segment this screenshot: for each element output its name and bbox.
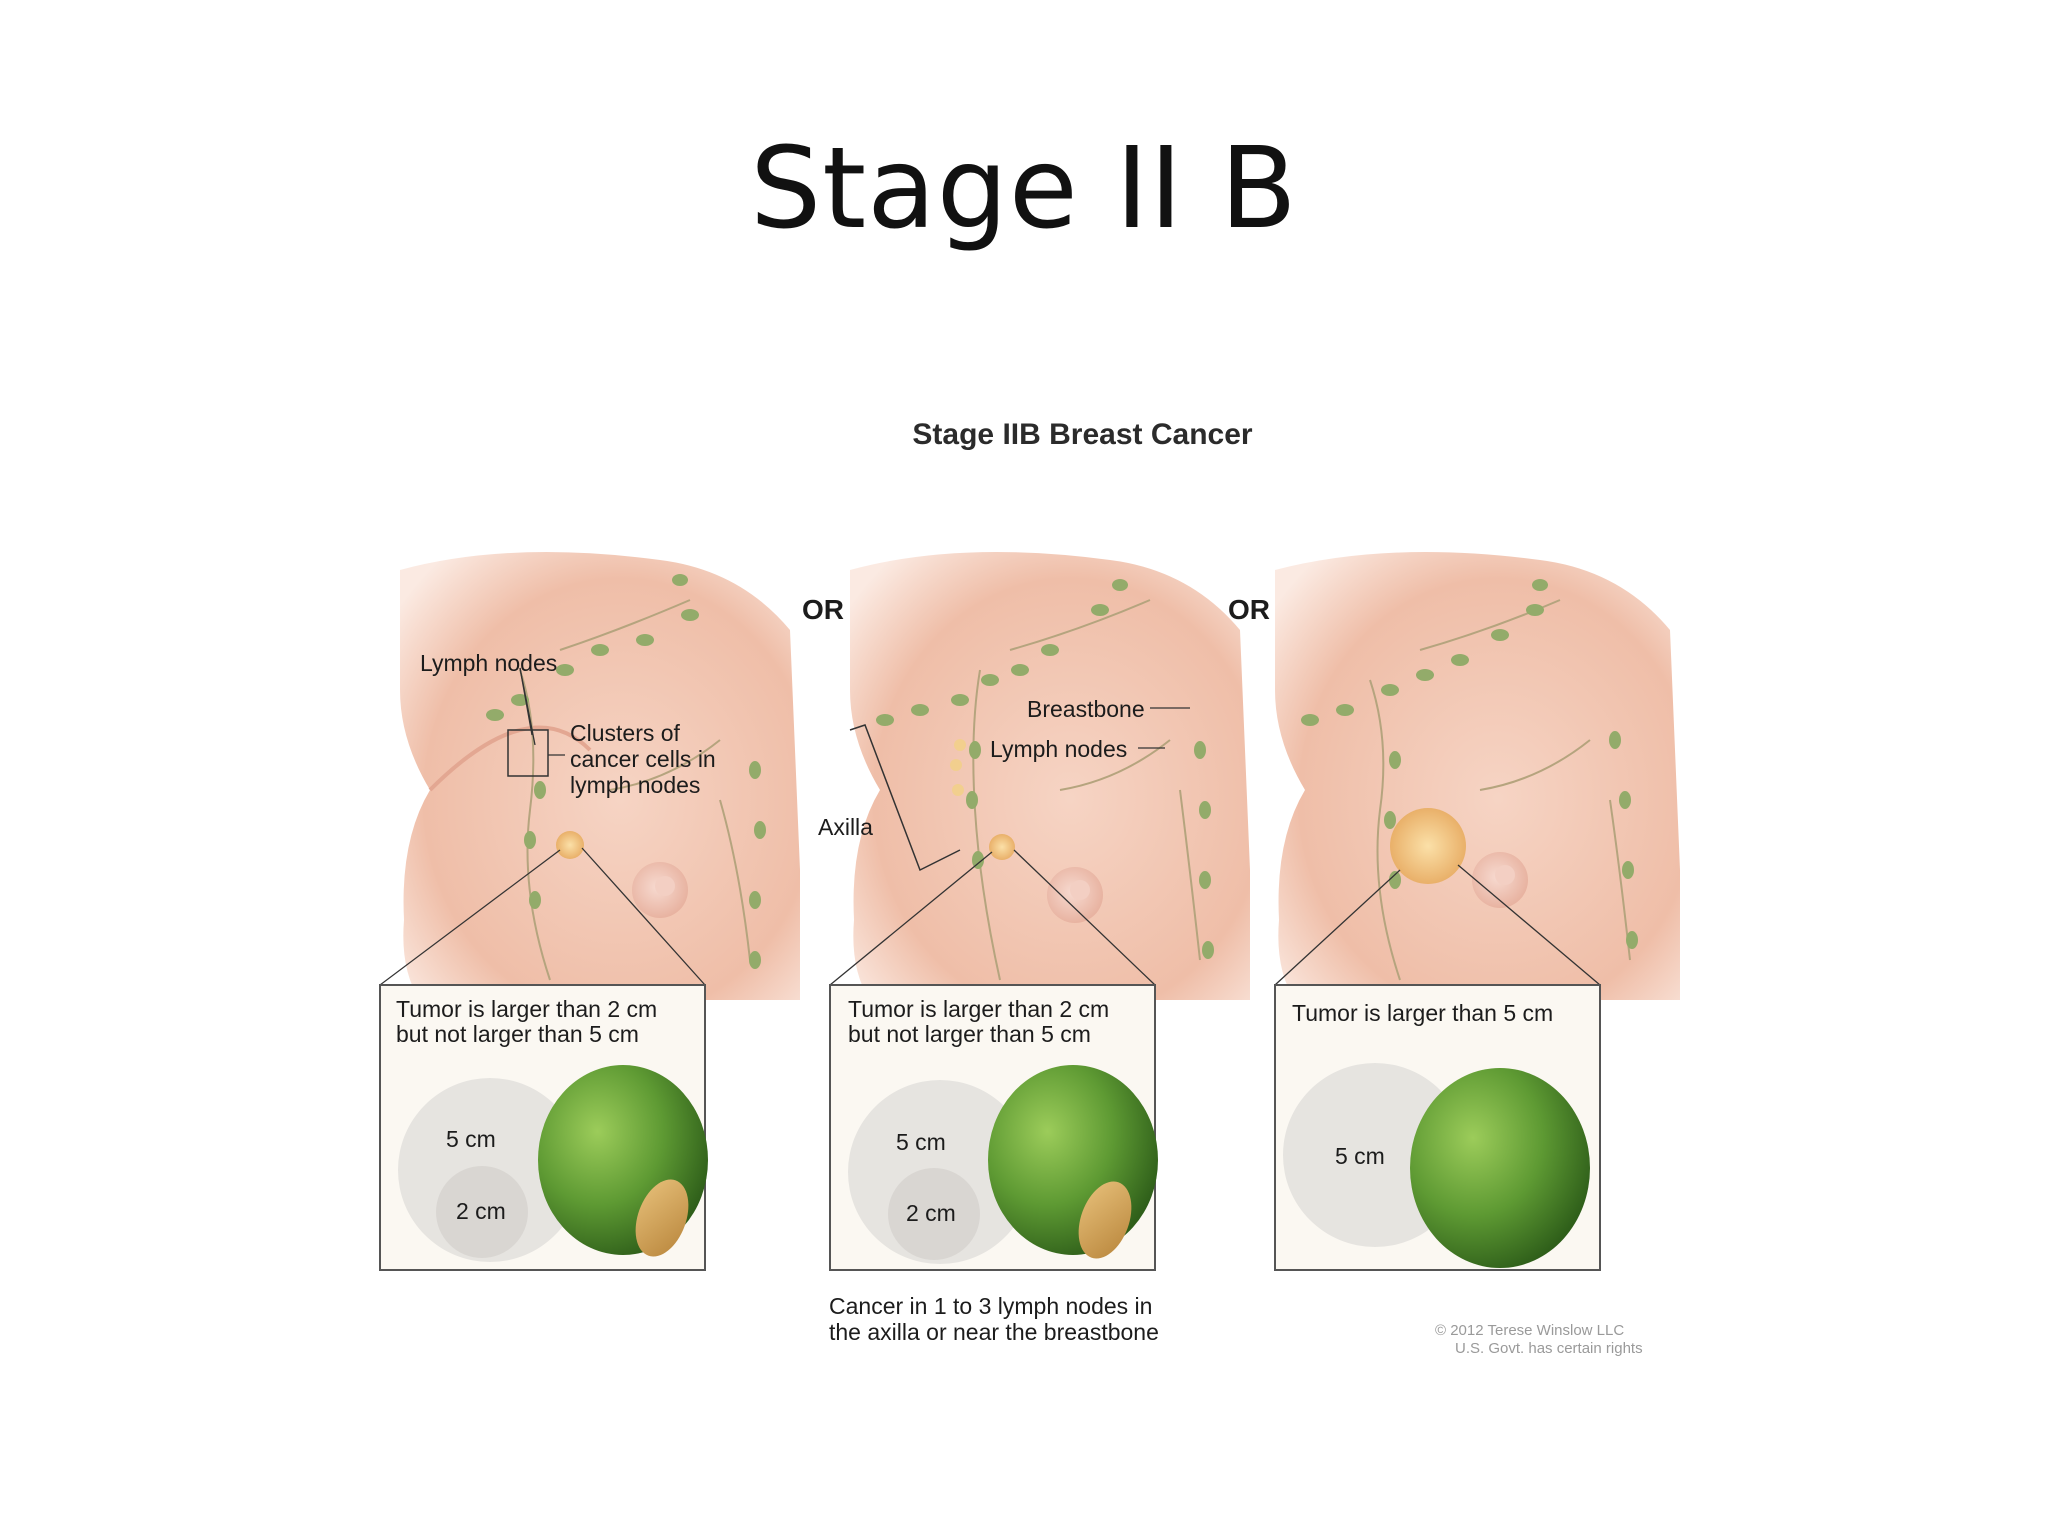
panel-1-caption-line2: but not larger than 5 cm [396,1021,639,1047]
stage-iib-illustration [379,552,1680,1271]
panel-1-circle-2cm [436,1166,528,1258]
figure-title: Stage IIB Breast Cancer [912,418,1253,451]
panel-3-torso [1275,552,1680,1000]
panel-2-footnote-line2: the axilla or near the breastbone [829,1319,1159,1345]
or-separator-1: OR [802,594,844,625]
panel-1-peanut-icon [635,1179,689,1257]
panel-1-lymph-nodes [486,574,766,969]
panel-1-cluster-box [507,729,549,777]
panel-2-caption-line2: but not larger than 5 cm [848,1021,1091,1047]
panel-2-lymph-nodes [876,579,1214,959]
panel-2-label-lymph-nodes: Lymph nodes [990,736,1128,762]
panel-2-circle-2cm-label: 2 cm [906,1200,956,1226]
panel-2-circle-5cm-label: 5 cm [896,1129,946,1155]
panel-2-cancerous-nodes [950,739,966,796]
panel-1-label-clusters-line3: lymph nodes [570,772,701,798]
panel-3-tumor [1390,808,1466,884]
or-separator-2: OR [1228,594,1270,625]
panel-2-label-breastbone: Breastbone [1027,696,1145,722]
copyright-line1: © 2012 Terese Winslow LLC [1435,1322,1625,1339]
panel-1-label-lymph-nodes: Lymph nodes [420,650,558,676]
panel-2-peanut-icon [1078,1181,1132,1259]
panel-3-caption-line1: Tumor is larger than 5 cm [1292,1000,1554,1026]
panel-2-label-axilla: Axilla [818,814,873,840]
panel-1-tumor [556,831,584,859]
panel-2-torso [850,552,1250,1000]
panel-1-label-clusters-line1: Clusters of [570,720,680,746]
panel-3-lime-icon [1410,1068,1590,1268]
panel-2-caption-line1: Tumor is larger than 2 cm [848,996,1110,1022]
panel-2-lime-icon [988,1065,1158,1255]
axilla-pointer [849,724,961,872]
panel-2-footnote-line1: Cancer in 1 to 3 lymph nodes in [829,1293,1153,1319]
panel-3-circle-5cm-label: 5 cm [1335,1143,1385,1169]
panel-2-circle-2cm [888,1168,980,1260]
slide-title: Stage II B [750,124,1298,254]
panel-1-caption-line1: Tumor is larger than 2 cm [396,996,658,1022]
copyright-line2: U.S. Govt. has certain rights [1455,1340,1643,1357]
panel-2-tumor [989,834,1015,860]
panel-1-circle-2cm-label: 2 cm [456,1198,506,1224]
panel-1-circle-5cm-label: 5 cm [446,1126,496,1152]
panel-3-lymph-nodes [1301,579,1638,949]
panel-1-label-clusters-line2: cancer cells in [570,746,716,772]
